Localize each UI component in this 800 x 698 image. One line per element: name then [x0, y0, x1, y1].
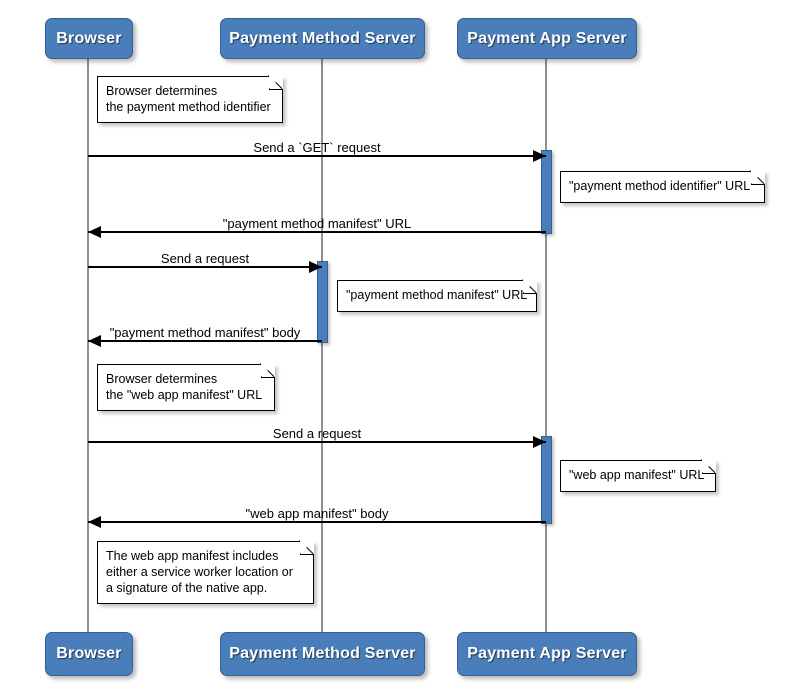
- msg-send-request-pms-label: Send a request: [160, 251, 250, 266]
- note-fold-corner-icon: [269, 75, 283, 90]
- msg-wam-body-response-arrowhead: [88, 516, 101, 528]
- msg-pmm-body-response-line: [88, 340, 322, 342]
- note-text: The web app manifest includes either a s…: [106, 549, 293, 595]
- participant-top-payment-app-server[interactable]: Payment App Server: [457, 18, 637, 59]
- note-fold-corner-icon: [751, 170, 765, 185]
- msg-pmm-body-response-label: "payment method manifest" body: [109, 325, 301, 340]
- msg-send-request-pas-arrowhead: [533, 436, 546, 448]
- participant-label: Payment Method Server: [229, 645, 416, 662]
- note-wam-includes: The web app manifest includes either a s…: [97, 540, 314, 604]
- note-fold-corner-icon: [523, 279, 537, 294]
- note-fold-corner-icon: [300, 540, 314, 555]
- participant-top-browser[interactable]: Browser: [45, 18, 133, 59]
- note-fold-corner-icon: [261, 363, 275, 378]
- note-pmi-url: "payment method identifier" URL: [560, 170, 765, 203]
- activation-pas-1: [541, 150, 552, 234]
- note-text: "payment method identifier" URL: [569, 179, 751, 193]
- msg-send-request-pas-line: [88, 441, 546, 443]
- participant-label: Payment App Server: [467, 645, 627, 662]
- participant-label: Payment App Server: [467, 29, 627, 47]
- participant-top-payment-method-server[interactable]: Payment Method Server: [220, 18, 425, 59]
- note-text: "payment method manifest" URL: [346, 288, 528, 302]
- activation-pas-2: [541, 436, 552, 524]
- msg-wam-body-response-line: [88, 521, 546, 523]
- msg-pmm-body-response-arrowhead: [88, 335, 101, 347]
- activation-pms-1: [317, 261, 328, 343]
- participant-label: Browser: [56, 29, 122, 47]
- note-browser-determines-pmi: Browser determines the payment method id…: [97, 75, 283, 123]
- participant-label: Browser: [56, 645, 122, 662]
- msg-send-request-pms-line: [88, 266, 322, 268]
- msg-get-request-label: Send a `GET` request: [253, 140, 381, 155]
- note-text: Browser determines the payment method id…: [106, 84, 271, 114]
- msg-get-request-arrowhead: [533, 150, 546, 162]
- note-text: "web app manifest" URL: [569, 468, 705, 482]
- participant-bottom-browser[interactable]: Browser: [45, 632, 133, 676]
- msg-pmi-url-response-line: [88, 231, 546, 233]
- participant-label: Payment Method Server: [229, 29, 416, 47]
- lifeline-payment-method-server: [321, 59, 323, 632]
- msg-send-request-pms-arrowhead: [309, 261, 322, 273]
- note-fold-corner-icon: [702, 459, 716, 474]
- msg-send-request-pas-label: Send a request: [272, 426, 362, 441]
- note-text: Browser determines the "web app manifest…: [106, 372, 263, 402]
- msg-pmi-url-response-label: "payment method manifest" URL: [222, 216, 412, 231]
- lifeline-payment-app-server: [545, 59, 547, 632]
- msg-get-request-line: [88, 155, 546, 157]
- note-pmm-url: "payment method manifest" URL: [337, 279, 537, 312]
- note-wam-url: "web app manifest" URL: [560, 459, 716, 492]
- note-browser-determines-wam: Browser determines the "web app manifest…: [97, 363, 275, 411]
- participant-bottom-payment-app-server[interactable]: Payment App Server: [457, 632, 637, 676]
- participant-bottom-payment-method-server[interactable]: Payment Method Server: [220, 632, 425, 676]
- msg-wam-body-response-label: "web app manifest" body: [245, 506, 389, 521]
- msg-pmi-url-response-arrowhead: [88, 226, 101, 238]
